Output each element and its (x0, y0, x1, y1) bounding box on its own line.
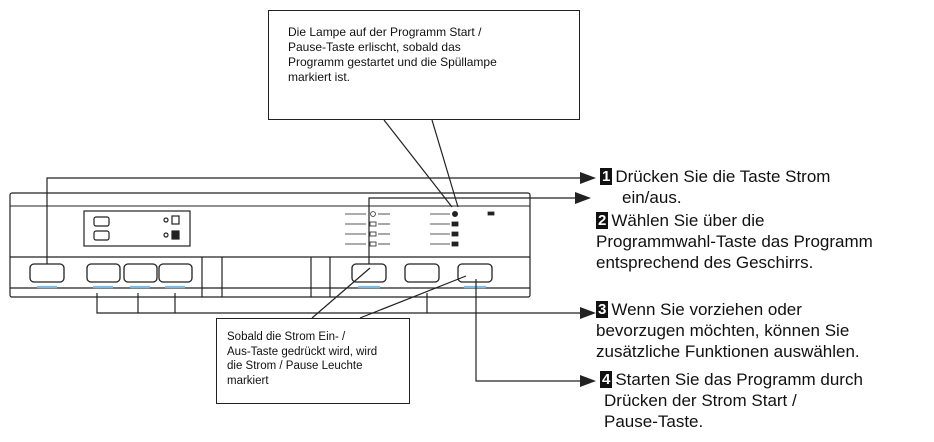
callout-bottom-line-3: die Strom / Pause Leuchte (227, 360, 363, 372)
arrowheads (575, 172, 596, 387)
callout-top-line-3: Programm gestartet und die Spüllampe (288, 55, 497, 69)
program-button-2[interactable] (404, 263, 440, 283)
step-4-text-3: Pause-Taste. (604, 412, 704, 431)
display-icon-2 (171, 230, 180, 240)
callout-bottom-line-1: Sobald die Strom Ein- / (227, 331, 346, 343)
display-dot-1 (163, 217, 169, 223)
callout-top-line-2: Pause-Taste erlischt, sobald das (288, 40, 461, 54)
display-indicator-2 (93, 230, 110, 241)
power-button[interactable] (29, 263, 65, 283)
step-2-text-3: entsprechend des Geschirrs. (596, 253, 814, 272)
callout-top-line-4: markiert ist. (288, 70, 351, 84)
step-1-text-1: Drücken Sie die Taste Strom (615, 167, 831, 186)
step-3-text-2: bevorzugen möchten, können Sie (596, 321, 850, 340)
callout-top-line-1: Die Lampe auf der Programm Start / (288, 25, 482, 39)
step-2-text-1: Wählen Sie über die (611, 211, 765, 230)
control-panel (9, 192, 531, 298)
option-button-2[interactable] (123, 263, 158, 283)
step-4-text-1: Starten Sie das Programm durch (615, 370, 863, 389)
display-icon-1 (171, 215, 180, 225)
connector-lines (46, 119, 580, 382)
option-button-3[interactable] (158, 263, 193, 283)
step-1-number: 1 (600, 168, 613, 185)
step-2-number: 2 (596, 212, 609, 229)
step-3-text-3: zusätzliche Funktionen auswählen. (596, 342, 860, 361)
callout-bottom-line-4: markiert (227, 374, 269, 387)
status-indicators (345, 210, 495, 247)
step-2-text-2: Programmwahl-Taste das Programm (596, 232, 873, 251)
option-button-1[interactable] (86, 263, 121, 283)
callout-bottom: Sobald die Strom Ein- / Aus-Taste gedrüc… (216, 318, 410, 404)
step-3-text-1: Wenn Sie vorziehen oder (611, 300, 802, 319)
display-indicator-1 (93, 216, 110, 227)
display-dot-2 (163, 232, 169, 238)
step-4-text-2: Drücken der Strom Start / (604, 391, 797, 410)
callout-top: Die Lampe auf der Programm Start / Pause… (268, 10, 580, 120)
step-3-number: 3 (596, 301, 609, 318)
step-1-text-2: ein/aus. (622, 188, 682, 207)
display-window (83, 210, 191, 247)
panel-outline (9, 192, 531, 298)
step-4-number: 4 (600, 371, 613, 388)
start-pause-button[interactable] (457, 263, 493, 283)
callout-bottom-line-2: Aus-Taste gedrückt wird, wird (227, 345, 378, 358)
